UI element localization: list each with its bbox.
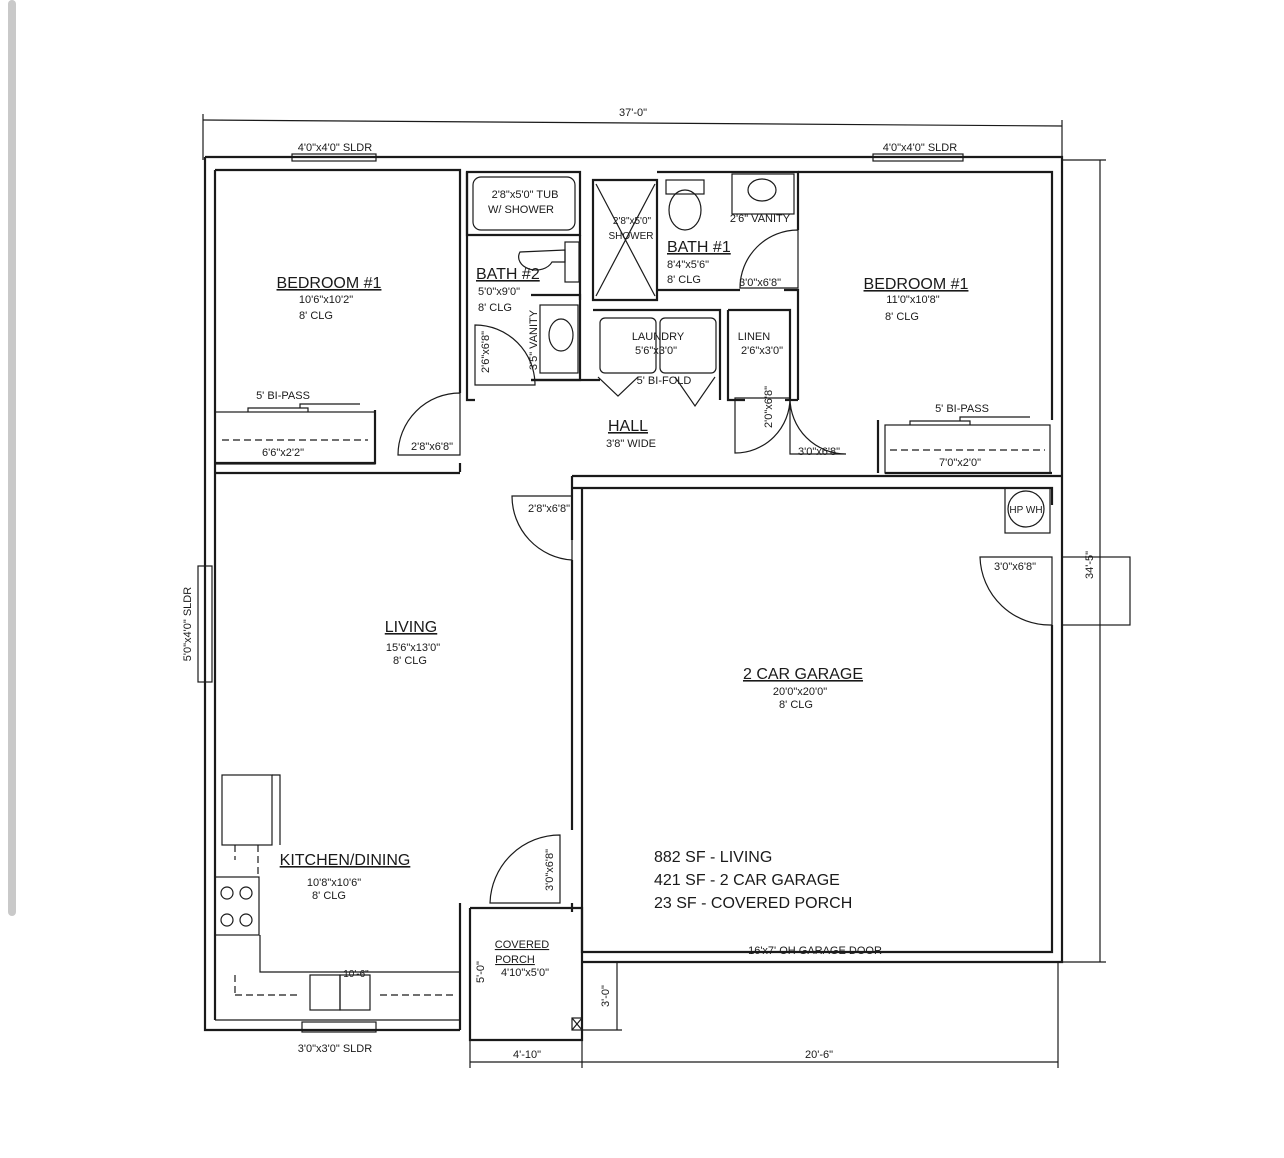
garage-width-dim: 20'-6" xyxy=(805,1049,833,1061)
garage-ceiling: 8' CLG xyxy=(779,699,813,711)
closets xyxy=(214,403,1051,474)
exterior-walls xyxy=(203,155,1064,1042)
bath2-ceiling: 8' CLG xyxy=(478,302,512,314)
closet-right: 7'0"x2'0" xyxy=(939,457,981,469)
bath2-door: 2'6"x6'8" xyxy=(480,331,492,373)
bedroom-left-ceiling: 8' CLG xyxy=(299,310,333,322)
vanity-bath1: 2'6" VANITY xyxy=(730,213,791,225)
bedroom-right-ceiling: 8' CLG xyxy=(885,311,919,323)
bath1-size: 8'4"x5'6" xyxy=(667,259,709,271)
laundry-size: 5'6"x3'0" xyxy=(635,345,677,357)
dimension-lines xyxy=(202,114,1106,1068)
area-garage: 421 SF - 2 CAR GARAGE xyxy=(654,872,840,889)
bath2-title: BATH #2 xyxy=(476,266,540,283)
living-ceiling: 8' CLG xyxy=(393,655,427,667)
bedroom-left-title: BEDROOM #1 xyxy=(277,275,382,292)
garage-door: 16'x7' OH GARAGE DOOR xyxy=(748,945,882,957)
laundry-title: LAUNDRY xyxy=(632,331,685,343)
water-heater: HP WH xyxy=(1009,505,1042,516)
linen-title: LINEN xyxy=(738,331,770,343)
window-left-side: 5'0"x4'0" SLDR xyxy=(182,587,194,661)
bath2-size: 5'0"x9'0" xyxy=(478,286,520,298)
garage-title: 2 CAR GARAGE xyxy=(743,666,863,683)
overall-depth: 34'-5" xyxy=(1084,551,1096,579)
sink-dim: 10'-6" xyxy=(343,969,369,980)
bifold-label: 5' BI-FOLD xyxy=(637,375,692,387)
bed-right-door: 3'0"x6'8" xyxy=(798,446,840,458)
linen-size: 2'6"x3'0" xyxy=(741,345,783,357)
shower-label-2: SHOWER xyxy=(609,231,654,242)
garage-side-door: 3'0"x6'8" xyxy=(994,561,1036,573)
kitchen-size: 10'8"x10'6" xyxy=(307,877,361,889)
bedroom-right-title: BEDROOM #1 xyxy=(864,276,969,293)
tub-label-2: W/ SHOWER xyxy=(488,204,554,216)
hall-width: 3'8" WIDE xyxy=(606,438,656,450)
porch-width-dim: 4'-10" xyxy=(513,1049,541,1061)
window-top-left: 4'0"x4'0" SLDR xyxy=(298,142,372,154)
living-title: LIVING xyxy=(385,619,437,636)
kitchen-title: KITCHEN/DINING xyxy=(280,852,411,869)
tub-label-1: 2'8"x5'0" TUB xyxy=(492,189,559,201)
linen-door: 2'0"x6'8" xyxy=(763,386,775,428)
bipass-right: 5' BI-PASS xyxy=(935,403,989,415)
hall-title: HALL xyxy=(608,418,648,435)
porch-size: 4'10"x5'0" xyxy=(501,967,549,979)
front-door: 3'0"x6'8" xyxy=(544,849,556,891)
porch-title-1: COVERED xyxy=(495,939,549,951)
overall-width: 37'-0" xyxy=(619,107,647,119)
window-marks xyxy=(197,153,1131,1033)
area-porch: 23 SF - COVERED PORCH xyxy=(654,895,852,912)
window-top-right: 4'0"x4'0" SLDR xyxy=(883,142,957,154)
bath1-title: BATH #1 xyxy=(667,239,731,256)
bedroom-left-size: 10'6"x10'2" xyxy=(299,294,353,306)
door-swings xyxy=(397,229,1053,904)
scrollbar[interactable] xyxy=(8,0,16,916)
kitchen-counters xyxy=(214,774,583,1031)
bipass-left: 5' BI-PASS xyxy=(256,390,310,402)
bedroom-right-size: 11'0"x10'8" xyxy=(886,294,939,306)
garage-offset-dim: 3'-0" xyxy=(600,985,612,1007)
fixtures xyxy=(472,173,1051,534)
bath1-door: 3'0"x6'8" xyxy=(739,277,781,289)
area-living: 882 SF - LIVING xyxy=(654,849,772,866)
window-bottom: 3'0"x3'0" SLDR xyxy=(298,1043,372,1055)
interior-walls xyxy=(465,170,800,402)
bath1-ceiling: 8' CLG xyxy=(667,274,701,286)
porch-title-2: PORCH xyxy=(495,954,535,966)
living-size: 15'6"x13'0" xyxy=(386,642,440,654)
garage-size: 20'0"x20'0" xyxy=(773,686,827,698)
bed-left-door: 2'8"x6'8" xyxy=(411,441,453,453)
garage-entry-door: 2'8"x6'8" xyxy=(528,503,570,515)
vanity-bath2: 3'5" VANITY xyxy=(528,309,540,370)
closet-left: 6'6"x2'2" xyxy=(262,447,304,459)
shower-label-1: 2'8"x5'0" xyxy=(613,216,652,227)
kitchen-ceiling: 8' CLG xyxy=(312,890,346,902)
porch-depth-dim: 5'-0" xyxy=(475,961,487,983)
